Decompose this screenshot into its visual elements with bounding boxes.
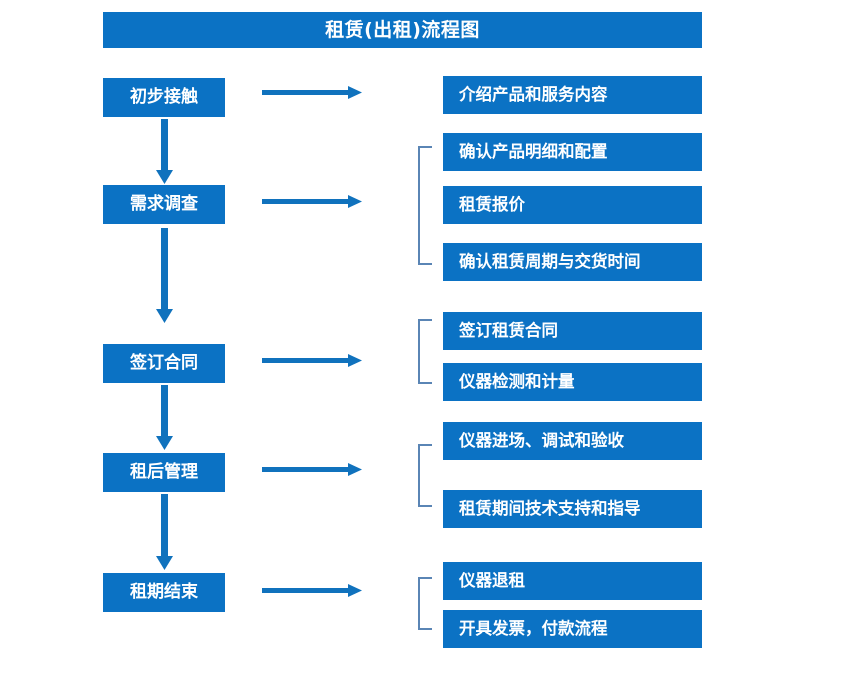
right-arrow-icon: [262, 354, 362, 367]
detail-box-5-1[interactable]: 仪器退租: [443, 562, 702, 600]
detail-box-3-1[interactable]: 签订租赁合同: [443, 312, 702, 350]
detail-box-4-1[interactable]: 仪器进场、调试和验收: [443, 422, 702, 460]
detail-box-2-1[interactable]: 确认产品明细和配置: [443, 133, 702, 171]
group-bracket: [418, 319, 432, 384]
down-arrow-icon: [156, 119, 173, 184]
detail-box-5-2[interactable]: 开具发票，付款流程: [443, 610, 702, 648]
stage-box-4[interactable]: 租后管理: [103, 453, 225, 492]
detail-box-4-2[interactable]: 租赁期间技术支持和指导: [443, 490, 702, 528]
page-title: 租赁(出租)流程图: [103, 12, 702, 48]
right-arrow-icon: [262, 86, 362, 99]
group-bracket: [418, 444, 432, 507]
group-bracket: [418, 577, 432, 630]
detail-box-2-3[interactable]: 确认租赁周期与交货时间: [443, 243, 702, 281]
detail-box-3-2[interactable]: 仪器检测和计量: [443, 363, 702, 401]
group-bracket: [418, 146, 432, 265]
down-arrow-icon: [156, 228, 173, 323]
right-arrow-icon: [262, 195, 362, 208]
down-arrow-icon: [156, 385, 173, 450]
detail-box-1-1[interactable]: 介绍产品和服务内容: [443, 76, 702, 114]
right-arrow-icon: [262, 584, 362, 597]
stage-box-2[interactable]: 需求调查: [103, 185, 225, 224]
right-arrow-icon: [262, 463, 362, 476]
stage-box-1[interactable]: 初步接触: [103, 78, 225, 117]
down-arrow-icon: [156, 494, 173, 570]
stage-box-3[interactable]: 签订合同: [103, 344, 225, 383]
stage-box-5[interactable]: 租期结束: [103, 573, 225, 612]
detail-box-2-2[interactable]: 租赁报价: [443, 186, 702, 224]
